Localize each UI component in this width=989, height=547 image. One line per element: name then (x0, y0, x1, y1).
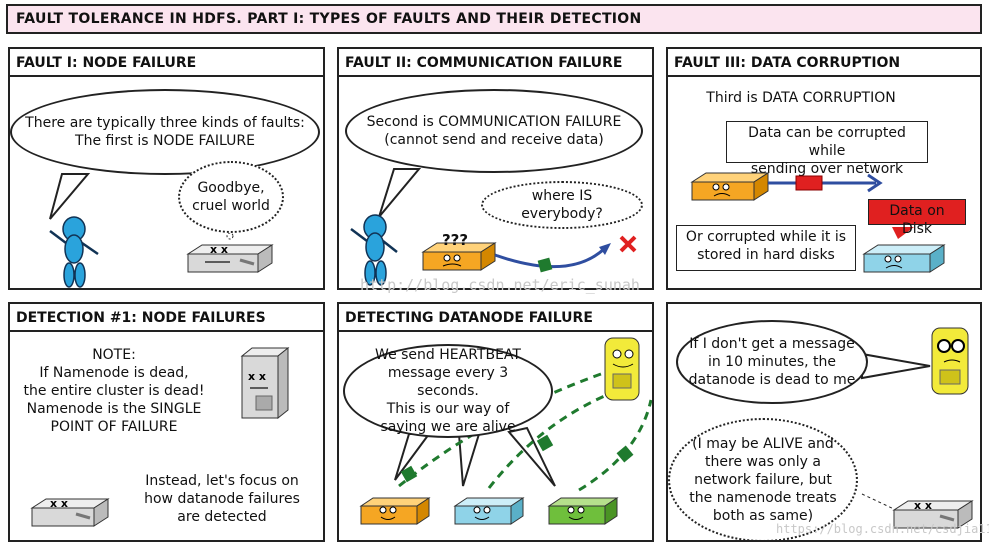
watermark: https://blog.csdn.net/csdjia11 (776, 522, 989, 536)
blue-datanode-icon (453, 497, 525, 525)
thought-bubble: (I may be ALIVE and there was only a net… (668, 418, 858, 540)
detection-illustration: x x x x (30, 346, 290, 527)
network-arrow (494, 247, 606, 269)
namenode-icon (604, 337, 640, 401)
intro-text: Third is DATA CORRUPTION (706, 90, 896, 106)
communication-failure-illustration (350, 168, 637, 286)
figure-icon (350, 214, 398, 286)
speech-bubble: There are typically three kinds of fault… (10, 89, 320, 175)
disk-node-icon (862, 244, 946, 273)
svg-text:x x: x x (248, 370, 266, 383)
figure-icon (49, 216, 99, 288)
svg-text:x x: x x (914, 499, 932, 512)
watermark: http://blog.csdn.net/eric_sunah (360, 276, 640, 294)
namenode-note: NOTE: If Namenode is dead, the entire cl… (23, 347, 205, 435)
speech-bubble: If I don't get a message in 10 minutes, … (676, 320, 868, 404)
thought-bubble: where IS everybody? (481, 181, 643, 229)
page-title: FAULT TOLERANCE IN HDFS. PART I: TYPES O… (6, 4, 982, 34)
sad-node-icon (690, 172, 770, 201)
dead-server-icon: x x (186, 243, 274, 273)
panel-title: DETECTING DATANODE FAILURE (339, 304, 652, 332)
thought-bubble: Goodbye, cruel world (178, 161, 284, 233)
panel-title: FAULT I: NODE FAILURE (10, 49, 323, 77)
svg-text:x x: x x (210, 243, 228, 256)
namenode-icon (931, 327, 969, 395)
disk-corruption-note: Or corrupted while it is stored in hard … (676, 225, 856, 271)
panel-node-failure: FAULT I: NODE FAILURE x x There are typi… (8, 47, 325, 290)
panel-detecting-datanode-failure: DETECTING DATANODE FAILURE (337, 302, 654, 542)
confused-node-icon (421, 242, 497, 271)
node-failure-illustration: x x (49, 173, 274, 288)
data-on-disk-label: Data on Disk (868, 199, 966, 237)
dead-server-icon: x x (30, 497, 110, 527)
packet-icon (537, 257, 553, 273)
speech-bubble: Second is COMMUNICATION FAILURE (cannot … (345, 89, 643, 173)
data-corruption-illustration (690, 172, 946, 273)
green-datanode-icon (547, 497, 619, 525)
speech-bubble: We send HEARTBEAT message every 3 second… (343, 344, 553, 438)
confusion-marks: ??? (441, 231, 469, 249)
focus-text: Instead, let's focus on how datanode fai… (144, 473, 300, 525)
panel-title: FAULT III: DATA CORRUPTION (668, 49, 980, 77)
corrupted-packet-icon (795, 175, 823, 191)
orange-datanode-icon (359, 497, 431, 525)
panel-detection-node-failures: DETECTION #1: NODE FAILURES NOTE: If Nam… (8, 302, 325, 542)
dead-server-icon: x x (892, 499, 974, 529)
panel-datanode-timeout: x x If I don't get a message in 10 minut… (666, 302, 982, 542)
panel-title: FAULT II: COMMUNICATION FAILURE (339, 49, 652, 77)
failed-x-icon (619, 235, 637, 253)
panel-title: DETECTION #1: NODE FAILURES (10, 304, 323, 332)
timeout-illustration: x x (861, 327, 974, 529)
dead-namenode-icon: x x (240, 346, 290, 420)
network-corruption-note: Data can be corrupted while sending over… (726, 121, 928, 177)
svg-text:x x: x x (50, 497, 68, 510)
panel-communication-failure: FAULT II: COMMUNICATION FAILURE ??? S (337, 47, 654, 290)
panel-data-corruption: FAULT III: DATA CORRUPTION Third is DATA… (666, 47, 982, 290)
